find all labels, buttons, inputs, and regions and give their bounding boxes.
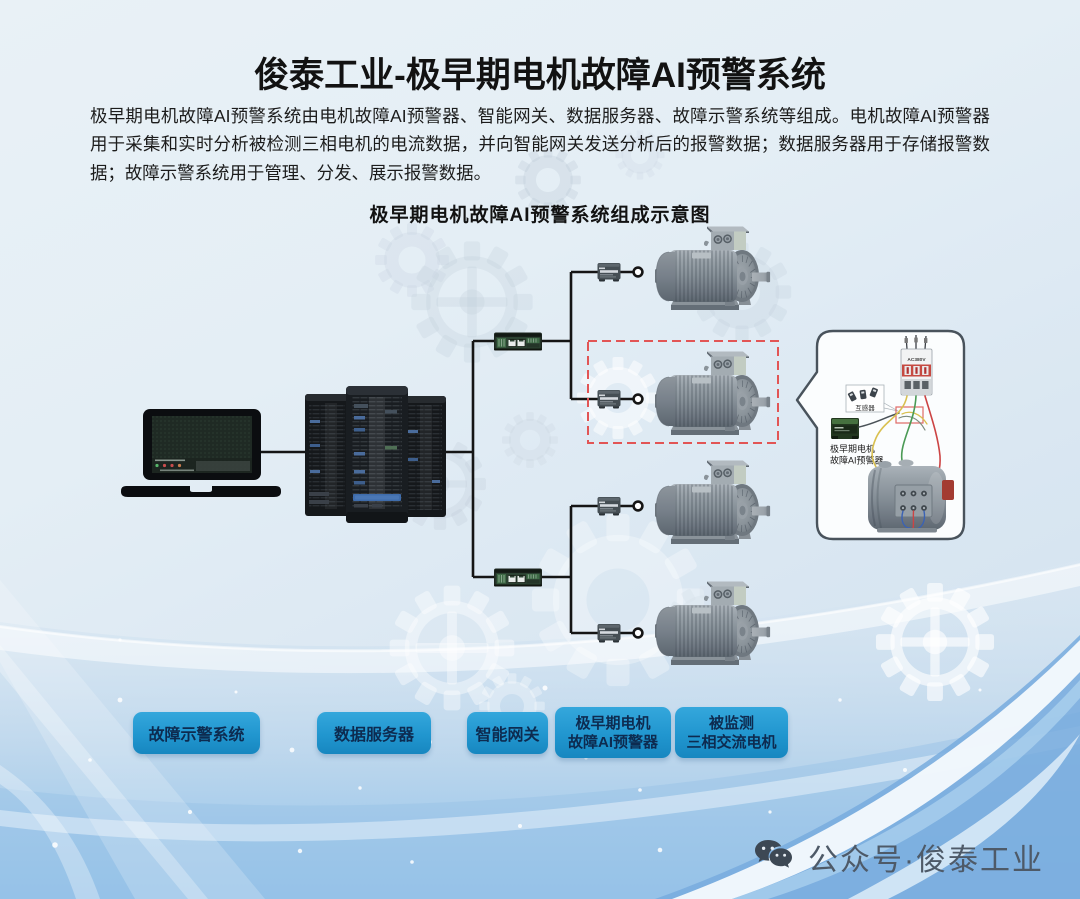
svg-text:故障AI预警器: 故障AI预警器 bbox=[830, 455, 884, 466]
svg-text:互感器: 互感器 bbox=[855, 403, 875, 412]
svg-text:AC380V: AC380V bbox=[907, 357, 926, 363]
svg-text:极早期电机: 极早期电机 bbox=[830, 443, 875, 454]
